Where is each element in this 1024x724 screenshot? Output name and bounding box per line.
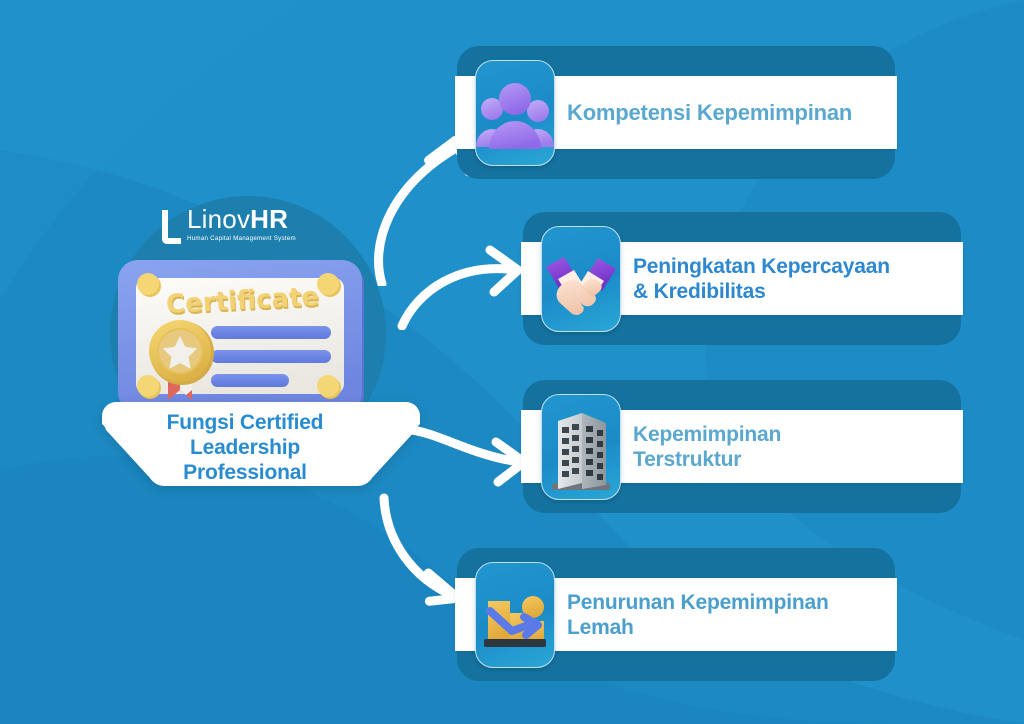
- banner-line-2: Leadership: [189, 435, 301, 459]
- card-title-line-2: Lemah: [567, 615, 634, 639]
- logo-wordmark: LinovHR: [187, 206, 296, 233]
- office-building-icon: [541, 394, 621, 500]
- card-title-line-2: Terstruktur: [633, 447, 742, 471]
- card-title-line-1: Penurunan Kepemimpinan: [567, 590, 829, 614]
- logo-tagline: Human Capital Management System: [187, 235, 296, 242]
- card-title-line-2: & Kredibilitas: [633, 279, 766, 303]
- banner-line-1: Fungsi Certified: [166, 410, 324, 434]
- linovhr-logo: LinovHR Human Capital Management System: [162, 206, 342, 258]
- hero-banner-shape: [84, 402, 420, 486]
- banner-line-3: Professional: [183, 460, 307, 484]
- certificate-illustration: Certificate Certificate: [118, 260, 364, 416]
- arrow-to-card-3: [407, 425, 529, 487]
- card-title: Kompetensi Kepemimpinan: [567, 99, 853, 125]
- logo-mark-icon: [162, 210, 181, 244]
- people-group-icon: [475, 60, 555, 166]
- card-title-line-1: Kepemimpinan: [633, 422, 782, 446]
- hero-banner-text: Fungsi Certified Leadership Professional: [70, 408, 420, 486]
- arrow-to-card-2: [397, 245, 523, 330]
- logo-name-bold: HR: [250, 204, 289, 234]
- card-kompetensi-kepemimpinan[interactable]: Kompetensi Kepemimpinan: [455, 46, 897, 179]
- declining-chart-icon: [475, 562, 555, 668]
- card-title: Kepemimpinan Terstruktur: [633, 410, 953, 483]
- card-title-line-1: Peningkatan Kepercayaan: [633, 254, 890, 278]
- hero-illustration: LinovHR Human Capital Management System: [84, 196, 420, 496]
- handshake-icon: [541, 226, 621, 332]
- card-title: Penurunan Kepemimpinan Lemah: [567, 578, 887, 651]
- card-peningkatan-kepercayaan[interactable]: Peningkatan Kepercayaan & Kredibilitas: [521, 212, 963, 345]
- card-kepemimpinan-terstruktur[interactable]: Kepemimpinan Terstruktur: [521, 380, 963, 513]
- logo-name-light: Linov: [187, 204, 251, 234]
- card-title: Peningkatan Kepercayaan & Kredibilitas: [633, 242, 953, 315]
- card-penurunan-kepemimpinan-lemah[interactable]: Penurunan Kepemimpinan Lemah: [455, 548, 897, 681]
